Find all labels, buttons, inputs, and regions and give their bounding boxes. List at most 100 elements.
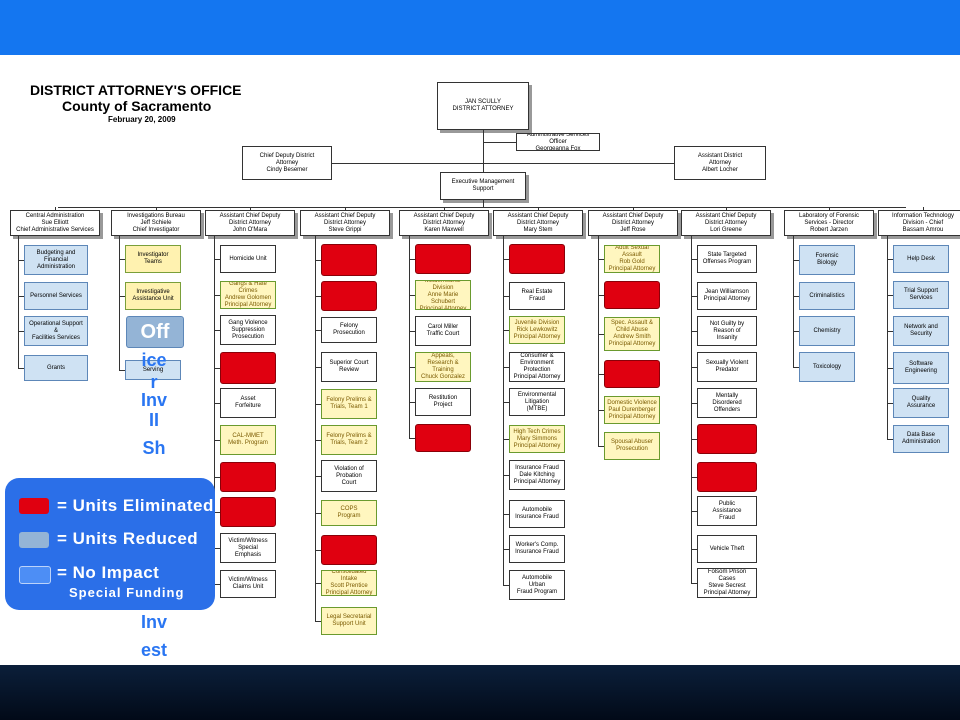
line-unit-branch [315, 404, 321, 405]
unit-box [697, 424, 757, 454]
line-unit-branch [214, 584, 220, 585]
box-text: Disordered [712, 399, 742, 406]
overlay-text-sh: Sh [142, 438, 166, 458]
box-text: Quality [911, 396, 931, 402]
line-unit-branch [691, 367, 697, 368]
unit-box [604, 360, 660, 388]
line-unit-branch [503, 475, 509, 476]
box-text: Trials, Team 2 [330, 440, 368, 446]
box-text: Consumer & [520, 353, 554, 359]
line-unit-branch [503, 549, 509, 550]
unit-box [220, 352, 276, 384]
box-text: Data Base [906, 432, 936, 438]
overlay-text-r: r [150, 372, 158, 392]
line-unit-branch [315, 550, 321, 551]
unit-box: Toxicology [799, 352, 855, 382]
unit-box [321, 535, 377, 565]
line-division-drop [444, 207, 445, 210]
top-bar [0, 0, 960, 55]
box-text: JAN SCULLY [465, 99, 501, 105]
line-unit-branch [315, 583, 321, 584]
box-text: Child Abuse [615, 327, 649, 333]
unit-box: Grants [24, 355, 88, 381]
box-text: Cindy Besemer [266, 166, 308, 173]
unit-box: Vehicle Theft [697, 535, 757, 563]
box-text: Assistant Chief Deputy [507, 212, 569, 219]
legend-label-reduced: = Units Reduced [57, 529, 199, 548]
box-text: Research & Training [427, 360, 459, 373]
line-unit-branch [503, 296, 509, 297]
box-text: Juvenile Division [514, 319, 560, 326]
box-text: Mary Simmons [516, 435, 557, 442]
box-text: Litigation [524, 398, 550, 405]
box-text: Calendars, Appeals, [431, 353, 455, 359]
box-text: Services - Director [804, 219, 854, 226]
box-text: Grants [46, 364, 65, 371]
line-unit-branch [214, 330, 220, 331]
box-text: District Attorney [611, 219, 654, 226]
line-unit-branch [315, 367, 321, 368]
box-text: Principal Attorney [608, 341, 656, 347]
box-text: Offenders [713, 406, 741, 413]
box-text: Support [472, 186, 494, 192]
unit-box [220, 497, 276, 527]
line-unit-branch [119, 370, 125, 371]
box-text: Victim/Witness [228, 537, 268, 544]
line-unit-spine [598, 236, 599, 446]
box-text: Program [337, 513, 361, 519]
line-da-admin [483, 142, 516, 143]
line-unit-spine [409, 236, 410, 438]
box-text: Prosecution [232, 333, 264, 340]
line-unit-branch [315, 440, 321, 441]
unit-box: Help Desk [893, 245, 949, 273]
box-text: Executive Management [451, 179, 515, 185]
line-unit-branch [887, 259, 893, 260]
line-unit-branch [214, 368, 220, 369]
box-text: Principal Attorney [513, 374, 561, 380]
line-division-drop [829, 207, 830, 210]
line-unit-branch [793, 296, 799, 297]
box-text: Traffic Court [426, 331, 460, 337]
box-text: Insanity [716, 334, 738, 341]
box-text: Rob Gold [619, 259, 645, 265]
box-text: Felony [339, 323, 358, 329]
box-text: Forensic [815, 253, 839, 259]
line-unit-branch [598, 259, 604, 260]
line-unit-branch [887, 331, 893, 332]
unit-box: Felony Prelims &Trials, Team 2 [321, 425, 377, 455]
box-text: Public [718, 500, 736, 507]
unit-box: Personnel Services [24, 282, 88, 310]
line-unit-branch [315, 296, 321, 297]
box-text: Andrew Golomen [224, 295, 272, 301]
line-unit-spine [691, 236, 692, 583]
box-text: Network and [904, 324, 938, 330]
box-text: Information Technology [892, 212, 954, 219]
box-text: Support Unit [332, 621, 366, 627]
line-unit-spine [315, 236, 316, 621]
box-text: Emphasis [234, 551, 262, 558]
line-unit-branch [691, 583, 697, 584]
box-text: Misdemeanor Division [424, 280, 462, 291]
box-text: Court [341, 479, 357, 486]
box-text: Operational Support [29, 320, 83, 327]
line-unit-branch [214, 295, 220, 296]
overlay-text-inv: Inv [140, 390, 167, 410]
overlay-text-ii: II [148, 410, 159, 430]
box-text: Schubert [430, 298, 455, 305]
unit-box: Felony Prelims &Trials, Team 1 [321, 389, 377, 419]
box-text: Criminalistics [809, 292, 845, 299]
box-text: Reason of [713, 327, 741, 334]
